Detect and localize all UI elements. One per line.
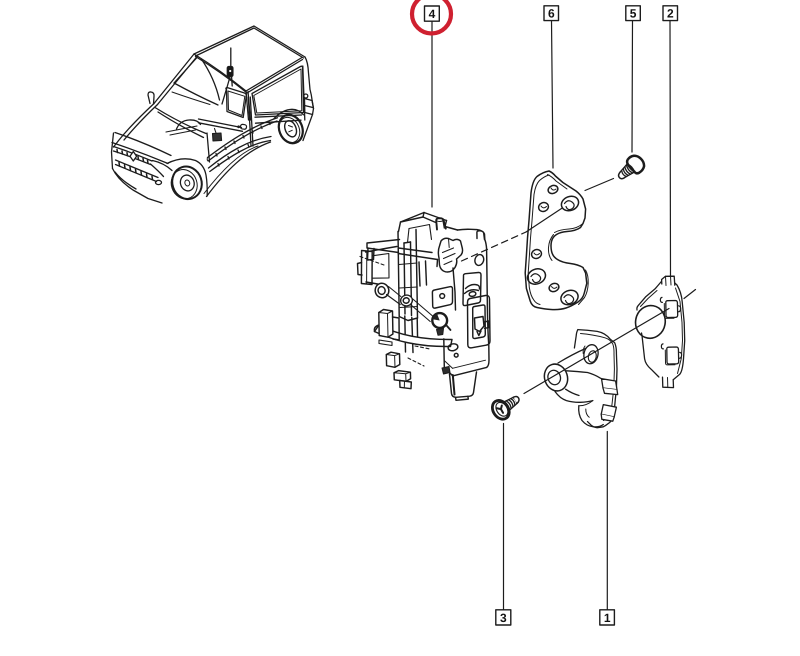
svg-text:2: 2 — [667, 7, 674, 21]
svg-text:1: 1 — [604, 611, 611, 625]
svg-text:6: 6 — [548, 7, 555, 21]
svg-text:3: 3 — [500, 611, 507, 625]
svg-text:4: 4 — [429, 7, 436, 21]
svg-text:5: 5 — [630, 7, 637, 21]
